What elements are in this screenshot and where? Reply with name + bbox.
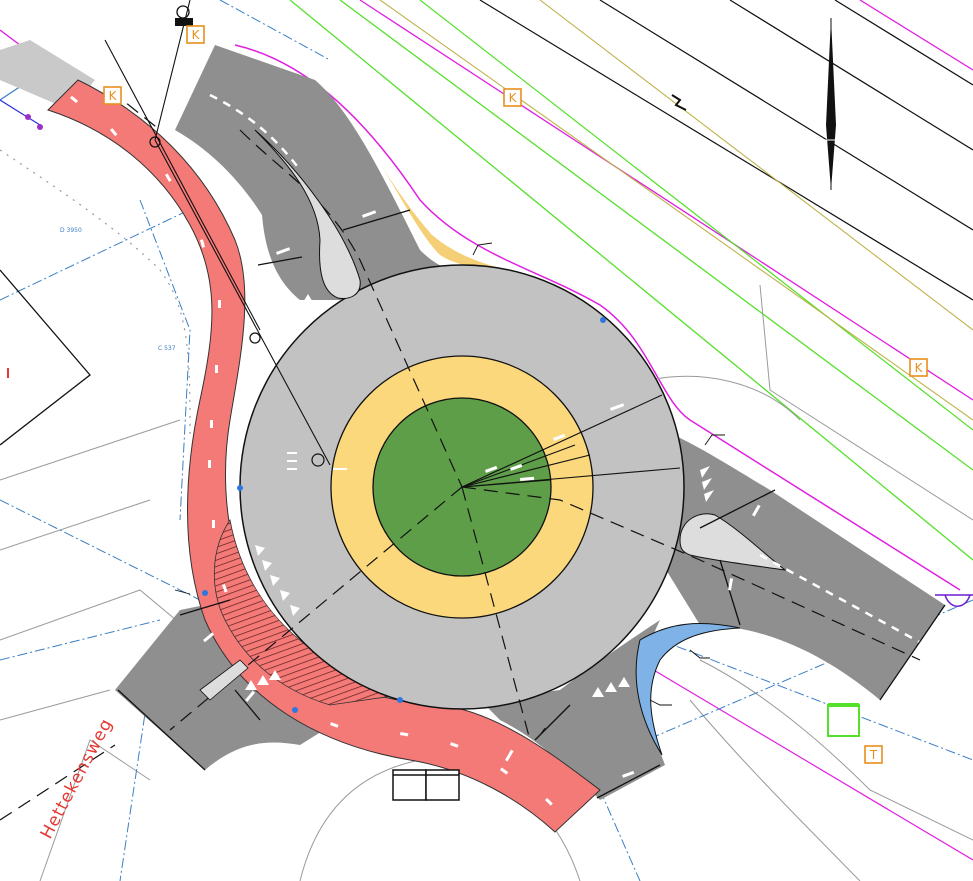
right-edge-symbol <box>935 594 973 607</box>
north-arm <box>175 45 480 300</box>
north-verge-yellow <box>372 150 500 269</box>
zone-tag: T <box>864 745 883 764</box>
svg-text:T: T <box>869 748 878 762</box>
top-survey-marker <box>175 5 193 26</box>
zone-tag: K <box>503 88 522 107</box>
svg-text:K: K <box>915 361 924 375</box>
lane-markings <box>209 93 926 647</box>
give-way-bars <box>117 209 946 799</box>
south-east-verge-blue <box>635 623 741 756</box>
utility-cabinet <box>827 704 860 737</box>
south-west-splitter-island <box>199 659 249 701</box>
north-splitter-island <box>254 129 361 299</box>
cycle-path-markings <box>69 95 553 806</box>
svg-text:K: K <box>109 89 118 103</box>
zone-tag: K <box>103 86 122 105</box>
road-arms <box>115 45 945 800</box>
leader-lines <box>174 242 725 736</box>
parcel-code: D 3950 <box>60 227 82 234</box>
east-arm <box>640 420 945 700</box>
survey-point-icon <box>25 114 606 713</box>
zone-tag: K <box>909 358 928 377</box>
parcel-code: C 537 <box>158 345 176 352</box>
give-way-triangles-icon <box>245 294 714 697</box>
svg-text:K: K <box>509 91 518 105</box>
bus-shelter <box>392 769 460 801</box>
radius-lines <box>104 0 681 488</box>
dimension-labels <box>203 210 761 778</box>
cycle-crossing-hatch <box>213 518 401 706</box>
south-east-arm <box>480 620 665 800</box>
street-name-label: Hettekensweg <box>37 715 117 842</box>
direction-glyph <box>671 94 687 111</box>
east-splitter-island <box>679 513 787 571</box>
svg-text:K: K <box>192 28 201 42</box>
utility-cabinet-top <box>828 703 859 707</box>
zone-tag: K <box>186 25 205 44</box>
north-arrow-icon <box>825 18 837 190</box>
